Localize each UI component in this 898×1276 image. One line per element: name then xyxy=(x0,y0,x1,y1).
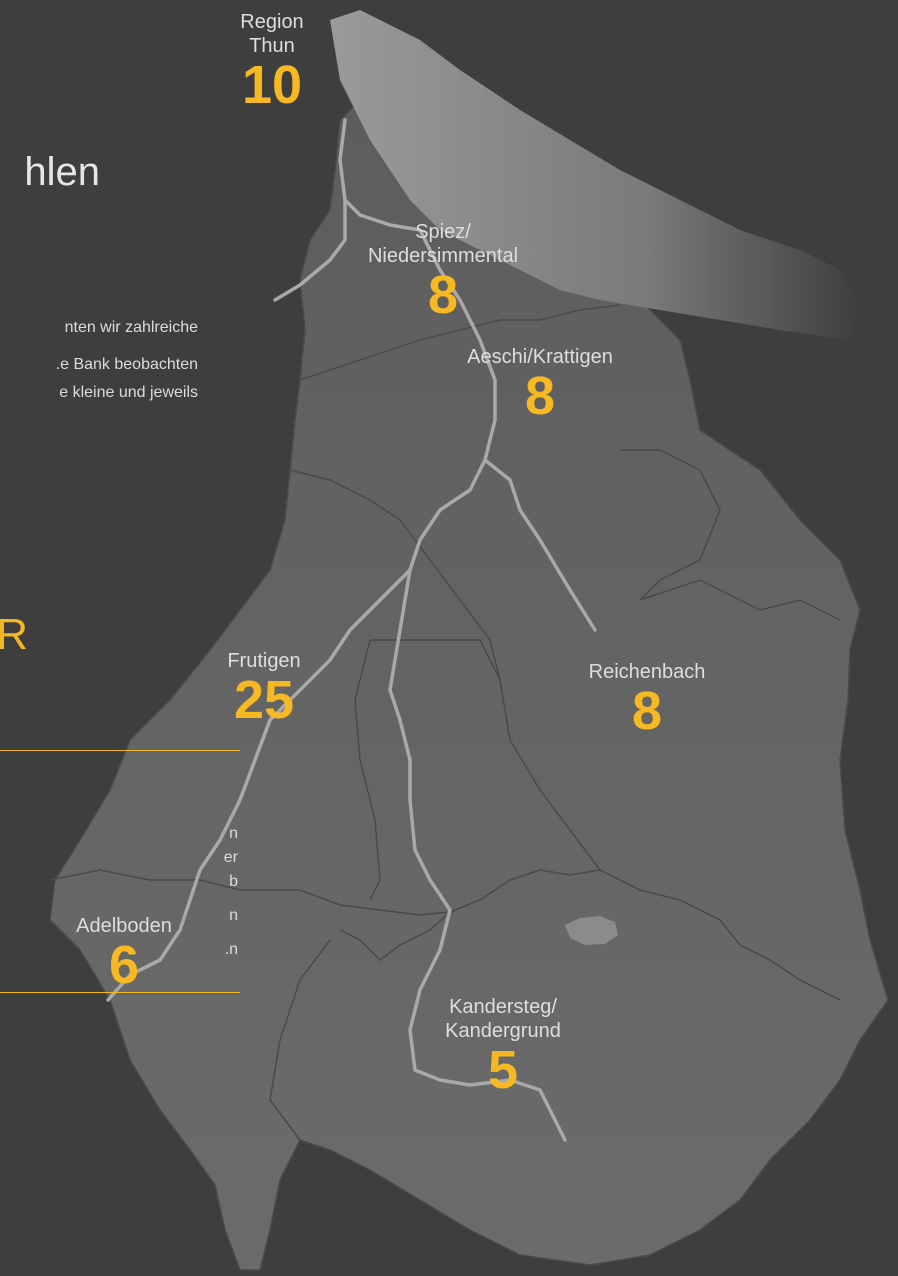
lake-shape xyxy=(330,10,860,340)
region-name: Frutigen xyxy=(227,650,301,672)
region-label-aeschi: Aeschi/Krattigen 8 xyxy=(467,345,613,423)
region-count: 8 xyxy=(427,265,459,325)
road-main xyxy=(273,118,347,302)
region-count: 25 xyxy=(233,670,295,730)
roads xyxy=(106,118,597,1142)
region-label-thun: Region Thun 10 xyxy=(240,10,303,112)
region-label-reichenbach: Reichenbach 8 xyxy=(589,660,706,738)
accent-rule-bottom xyxy=(0,992,240,993)
region-count: 5 xyxy=(487,1040,519,1100)
region-count: 8 xyxy=(631,681,663,741)
paragraph-line-2: e Bank beobachten. xyxy=(55,356,198,373)
road-valley xyxy=(343,198,567,1142)
region-label-kandersteg: Kandersteg/ Kandergrund 5 xyxy=(445,995,561,1097)
side-fragment-5: n. xyxy=(224,941,238,958)
small-lake xyxy=(565,916,618,945)
region-name: Niedersimmental xyxy=(367,245,519,267)
side-fragment-4: n xyxy=(229,907,238,924)
quote-letter-fragment: R xyxy=(0,610,28,659)
region-name: Region xyxy=(240,11,304,33)
paragraph-line-1: nten wir zahlreiche xyxy=(64,319,198,336)
region-label-frutigen: Frutigen 25 xyxy=(227,649,300,727)
road-frutigen xyxy=(106,568,412,1002)
region-name: Adelboden xyxy=(76,915,172,937)
region-name: Reichenbach xyxy=(588,661,706,683)
region-label-adelboden: Adelboden 6 xyxy=(76,914,172,992)
heading-fragment: hlen xyxy=(24,150,100,194)
region-name: Kandergrund xyxy=(445,1020,561,1042)
region-count: 6 xyxy=(108,935,140,995)
region-borders xyxy=(49,304,841,1141)
region-label-spiez: Spiez/ Niedersimmental 8 xyxy=(368,220,518,322)
region-count: 8 xyxy=(524,366,556,426)
accent-rule-top xyxy=(0,750,240,751)
region-count: 10 xyxy=(241,55,303,115)
side-fragment-3: b xyxy=(229,873,238,890)
territory-shape xyxy=(49,103,889,1271)
side-fragment-1: n xyxy=(229,825,238,842)
region-name: Thun xyxy=(249,35,295,57)
road-reichenbach xyxy=(483,458,597,632)
side-fragment-2: er xyxy=(223,849,238,866)
region-name: Kandersteg/ xyxy=(449,996,557,1018)
paragraph-line-3: e kleine und jeweils xyxy=(59,384,198,401)
region-name: Spiez/ xyxy=(415,221,471,243)
region-name: Aeschi/Krattigen xyxy=(467,346,613,368)
